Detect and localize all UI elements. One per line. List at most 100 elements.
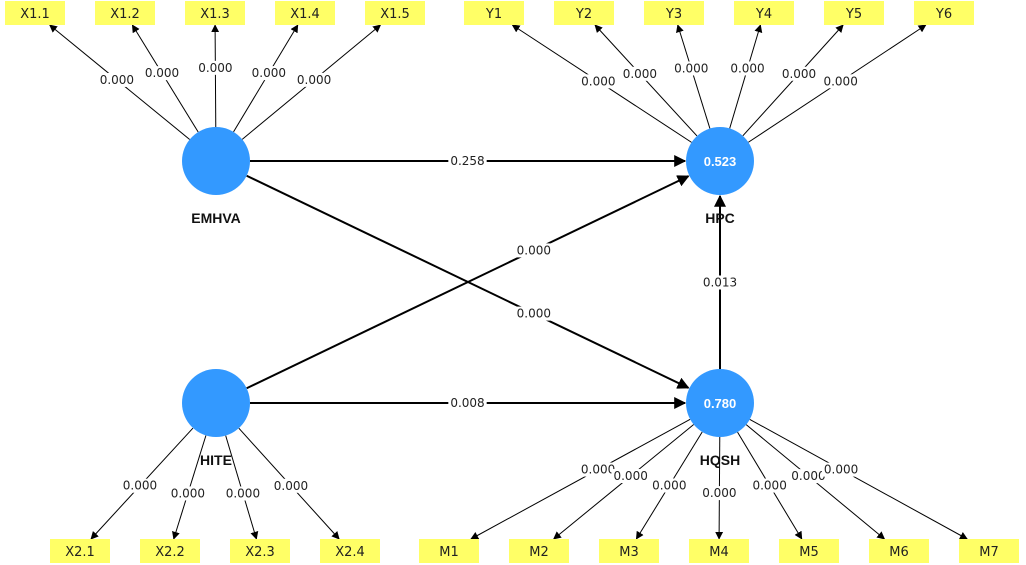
edge-labels-layer: 0.000 0.000 0.000 0.000 0.000 0.000 0.000 0.000… <box>97 60 861 501</box>
loading-label-X1.2-bg <box>142 66 182 81</box>
latent-circle <box>686 127 754 195</box>
indicator-label: X1.3 <box>200 7 230 22</box>
indicator-box <box>230 539 290 563</box>
loading-label-M6: 0.000 <box>791 469 825 483</box>
indicator-Y6[interactable]: Y6 <box>914 1 974 25</box>
indicator-X1.5[interactable]: X1.5 <box>365 1 425 25</box>
loading-label-M7-bg <box>821 462 861 477</box>
loading-label-Y5: 0.000 <box>782 67 816 81</box>
indicator-M5[interactable]: M5 <box>779 539 839 563</box>
loading-label-X1.1-bg <box>97 72 137 87</box>
path-label-HITE-HQSH-bg <box>448 396 487 410</box>
indicator-X1.2[interactable]: X1.2 <box>95 1 155 25</box>
indicator-X1.1[interactable]: X1.1 <box>5 1 65 25</box>
loading-label-M4-bg <box>700 486 739 501</box>
indicator-M6[interactable]: M6 <box>869 539 929 563</box>
indicator-label: X2.4 <box>335 545 365 560</box>
indicator-box <box>365 1 425 25</box>
loading-label-M5-bg <box>750 478 789 493</box>
indicator-Y2[interactable]: Y2 <box>554 1 614 25</box>
indicator-box <box>554 1 614 25</box>
indicator-label: X1.4 <box>290 7 320 22</box>
indicator-X2.2[interactable]: X2.2 <box>140 539 200 563</box>
loading-label-Y2-bg <box>620 66 660 81</box>
path-label-EMHVA-HQSH: 0.000 <box>517 307 551 321</box>
latent-node-EMHVA[interactable]: EMHVA <box>182 127 250 226</box>
indicator-label: M5 <box>799 545 819 560</box>
indicator-box <box>869 539 929 563</box>
indicator-box <box>734 1 794 25</box>
path-label-EMHVA-HPC: 0.258 <box>450 154 484 168</box>
indicator-label: M6 <box>889 545 909 560</box>
indicator-M4[interactable]: M4 <box>689 539 749 563</box>
path-label-EMHVA-HQSH-bg <box>514 306 553 321</box>
indicator-label: X1.2 <box>110 7 140 22</box>
path-label-HQSH-HPC-bg <box>700 275 740 290</box>
indicator-box <box>419 539 479 563</box>
indicator-box <box>689 539 749 563</box>
loading-label-X1.2: 0.000 <box>145 66 179 80</box>
loading-label-Y3-bg <box>672 61 711 76</box>
indicator-label: Y5 <box>845 7 862 22</box>
indicator-box <box>5 1 65 25</box>
loading-edge-X1.3 <box>211 24 220 128</box>
indicator-X2.3[interactable]: X2.3 <box>230 539 290 563</box>
latent-node-HITE[interactable]: HITE <box>182 369 250 468</box>
indicator-box <box>824 1 884 25</box>
indicator-X1.3[interactable]: X1.3 <box>185 1 245 25</box>
loading-label-X1.3: 0.000 <box>198 61 232 75</box>
path-label-HQSH-HPC: 0.013 <box>703 276 737 290</box>
loading-label-X1.5-bg <box>294 72 334 87</box>
indicator-box <box>914 1 974 25</box>
loading-label-M1: 0.000 <box>581 463 615 477</box>
indicator-Y1[interactable]: Y1 <box>464 1 524 25</box>
indicator-label: Y4 <box>755 7 772 22</box>
loading-label-X2.4: 0.000 <box>274 479 308 493</box>
indicator-X2.1[interactable]: X2.1 <box>50 539 110 563</box>
indicator-label: X2.2 <box>155 545 185 560</box>
indicator-box <box>959 539 1019 563</box>
indicator-box <box>95 1 155 25</box>
loading-label-X2.3-bg <box>223 486 263 501</box>
indicator-label: Y2 <box>575 7 592 22</box>
indicator-Y5[interactable]: Y5 <box>824 1 884 25</box>
loading-edge-M7 <box>749 418 968 540</box>
indicator-box <box>779 539 839 563</box>
loading-label-M3: 0.000 <box>652 478 686 492</box>
latent-circle <box>182 369 250 437</box>
loading-label-Y1-bg <box>579 74 618 89</box>
indicator-M3[interactable]: M3 <box>599 539 659 563</box>
indicator-label: Y3 <box>665 7 682 22</box>
loading-label-Y2: 0.000 <box>623 67 657 81</box>
indicator-Y4[interactable]: Y4 <box>734 1 794 25</box>
indicator-box <box>509 539 569 563</box>
indicator-label: X1.1 <box>20 7 50 22</box>
indicator-label: M2 <box>529 545 549 560</box>
loading-label-X2.3: 0.000 <box>226 486 260 500</box>
indicator-M1[interactable]: M1 <box>419 539 479 563</box>
loading-label-Y1: 0.000 <box>581 74 615 88</box>
loading-label-X2.1: 0.000 <box>123 479 157 493</box>
indicator-X2.4[interactable]: X2.4 <box>320 539 380 563</box>
latent-label: HQSH <box>700 452 740 468</box>
indicator-M2[interactable]: M2 <box>509 539 569 563</box>
loading-label-X2.2: 0.000 <box>171 486 205 500</box>
indicator-box <box>275 1 335 25</box>
loading-label-X1.1: 0.000 <box>100 73 134 87</box>
indicator-Y3[interactable]: Y3 <box>644 1 704 25</box>
latent-label: EMHVA <box>191 210 241 226</box>
indicator-label: M1 <box>439 545 459 560</box>
indicator-label: M7 <box>979 545 999 560</box>
indicator-M7[interactable]: M7 <box>959 539 1019 563</box>
indicator-X1.4[interactable]: X1.4 <box>275 1 335 25</box>
loading-label-X1.4: 0.000 <box>252 66 286 80</box>
latent-circle <box>686 369 754 437</box>
loading-label-X1.3-bg <box>196 60 235 75</box>
indicator-label: X2.3 <box>245 545 275 560</box>
indicator-label: M3 <box>619 545 639 560</box>
